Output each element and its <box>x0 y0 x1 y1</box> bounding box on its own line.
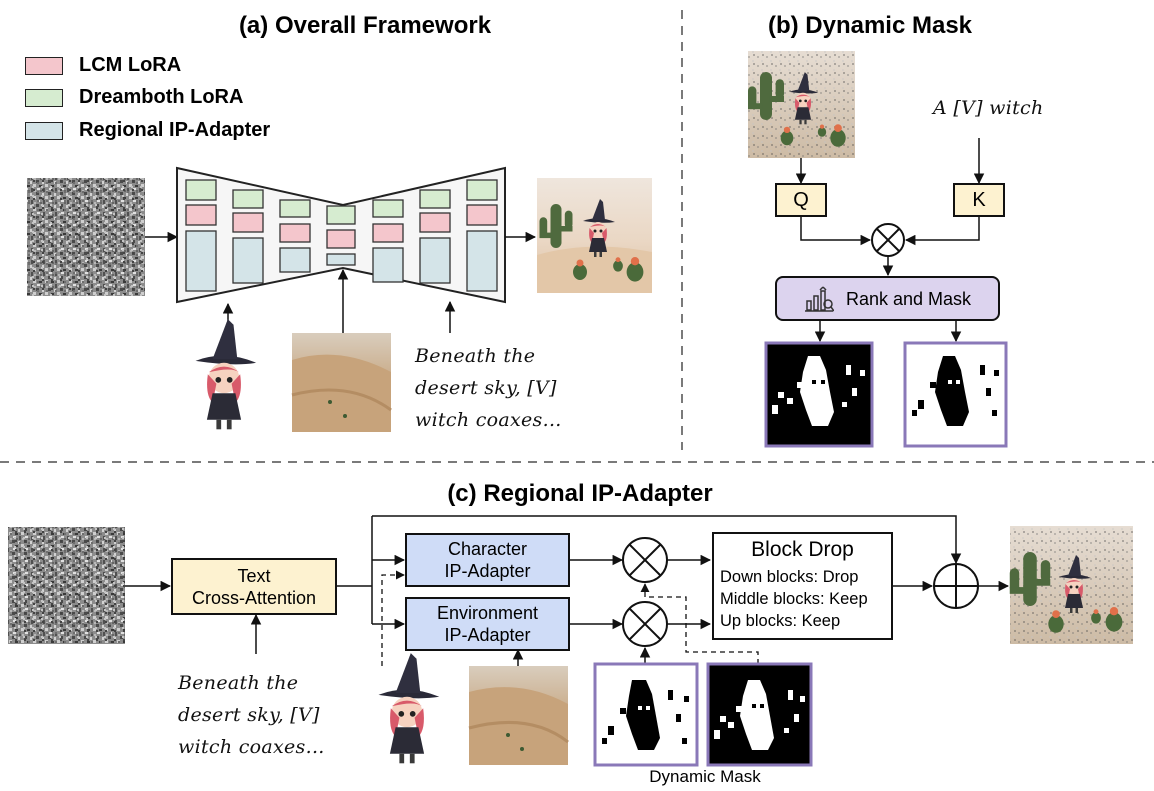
unet-block-ip <box>185 230 217 292</box>
multiply-icon <box>622 537 668 583</box>
block-drop-row: Up blocks: Keep <box>720 612 841 630</box>
legend-swatch-ip-adapter <box>25 121 63 140</box>
unet-block-ip <box>419 237 451 284</box>
environment-image-c <box>468 666 569 765</box>
title-overall-framework: (a) Overall Framework <box>238 12 492 39</box>
prompt-text-c: Beneath the desert sky, [V] witch coaxes… <box>178 667 325 763</box>
block-drop-row: Middle blocks: Keep <box>720 590 868 608</box>
env-adapter-line: Environment <box>436 603 539 623</box>
prompt-line: Beneath the <box>415 345 536 367</box>
legend-item-lcm-lora: LCM LoRA <box>25 54 181 77</box>
panel-c <box>8 515 1133 767</box>
block-drop-row: Down blocks: Drop <box>720 568 859 586</box>
unet-block-ip <box>372 247 404 283</box>
add-icon <box>933 563 979 609</box>
character-image-c <box>360 653 457 764</box>
environment-image-a <box>291 333 392 432</box>
unet-block-ip <box>326 253 356 266</box>
unet-block-lcm <box>466 204 498 226</box>
output-image-a <box>537 178 652 293</box>
unet-block-dreambooth <box>419 189 451 209</box>
input-noise-c <box>8 527 125 644</box>
prompt-text-b: A [V] witch <box>933 97 1044 119</box>
legend-swatch-dreambooth <box>25 88 63 107</box>
title-dynamic-mask: (b) Dynamic Mask <box>767 12 973 39</box>
legend-label: Dreamboth LoRA <box>79 86 244 108</box>
panel-a <box>27 166 652 432</box>
output-image-c <box>1009 526 1133 644</box>
legend-label: LCM LoRA <box>79 54 182 76</box>
unet-block-ip <box>279 247 311 273</box>
query-box: Q <box>775 183 827 217</box>
unet-block-lcm <box>185 204 217 226</box>
char-adapter-line: Character <box>447 539 528 559</box>
panel-b <box>748 51 1008 448</box>
prompt-line: witch coaxes... <box>415 409 562 431</box>
legend-label: Regional IP-Adapter <box>79 119 271 141</box>
unet-block-dreambooth <box>279 199 311 218</box>
prompt-text-a: Beneath the desert sky, [V] witch coaxes… <box>415 340 562 436</box>
unet-block-lcm <box>232 212 264 233</box>
legend-item-regional-ip-adapter: Regional IP-Adapter <box>25 119 270 142</box>
env-adapter-line: IP-Adapter <box>444 625 531 645</box>
unet-block-dreambooth <box>466 179 498 201</box>
text-attn-line: Text <box>237 565 271 586</box>
character-image-a <box>178 319 275 431</box>
char-adapter-line: IP-Adapter <box>444 561 531 581</box>
unet-block-lcm <box>326 229 356 249</box>
unet-block-ip <box>466 230 498 292</box>
environment-ip-adapter-box: Environment IP-Adapter <box>405 597 570 651</box>
query-label: Q <box>793 189 809 211</box>
mask-character-c <box>706 662 813 767</box>
rank-and-mask-label: Rank and Mask <box>845 288 972 309</box>
mask-character-b <box>764 341 874 448</box>
mask-environment-b <box>903 341 1008 448</box>
prompt-line: witch coaxes... <box>178 736 325 758</box>
input-image-b <box>748 51 855 158</box>
unet-block-lcm <box>419 212 451 233</box>
key-box: K <box>953 183 1005 217</box>
text-cross-attention-box: Text Cross-Attention <box>171 558 337 615</box>
legend-swatch-lcm <box>25 56 63 75</box>
key-label: K <box>972 189 986 211</box>
unet-block-dreambooth <box>326 205 356 225</box>
text-attn-line: Cross-Attention <box>191 587 317 608</box>
dynamic-mask-caption: Dynamic Mask <box>649 767 761 786</box>
rank-chart-icon <box>804 285 834 312</box>
rank-and-mask-box: Rank and Mask <box>775 276 1000 321</box>
unet-block-lcm <box>279 223 311 243</box>
unet-block-dreambooth <box>185 179 217 201</box>
character-ip-adapter-box: Character IP-Adapter <box>405 533 570 587</box>
block-drop-box: Block Drop Down blocks: Drop Middle bloc… <box>712 532 893 640</box>
title-regional-ip-adapter: (c) Regional IP-Adapter <box>447 480 713 507</box>
prompt-line: desert sky, [V] <box>178 704 320 726</box>
unet-block-lcm <box>372 223 404 243</box>
mask-environment-c <box>593 662 699 767</box>
multiply-icon <box>622 601 668 647</box>
unet-block-ip <box>232 237 264 284</box>
multiply-icon <box>871 223 905 257</box>
prompt-line: Beneath the <box>178 672 299 694</box>
prompt-line: desert sky, [V] <box>415 377 557 399</box>
unet-block-dreambooth <box>372 199 404 218</box>
unet-block-dreambooth <box>232 189 264 209</box>
block-drop-title: Block Drop <box>751 538 854 561</box>
legend-item-dreambooth-lora: Dreamboth LoRA <box>25 86 243 109</box>
